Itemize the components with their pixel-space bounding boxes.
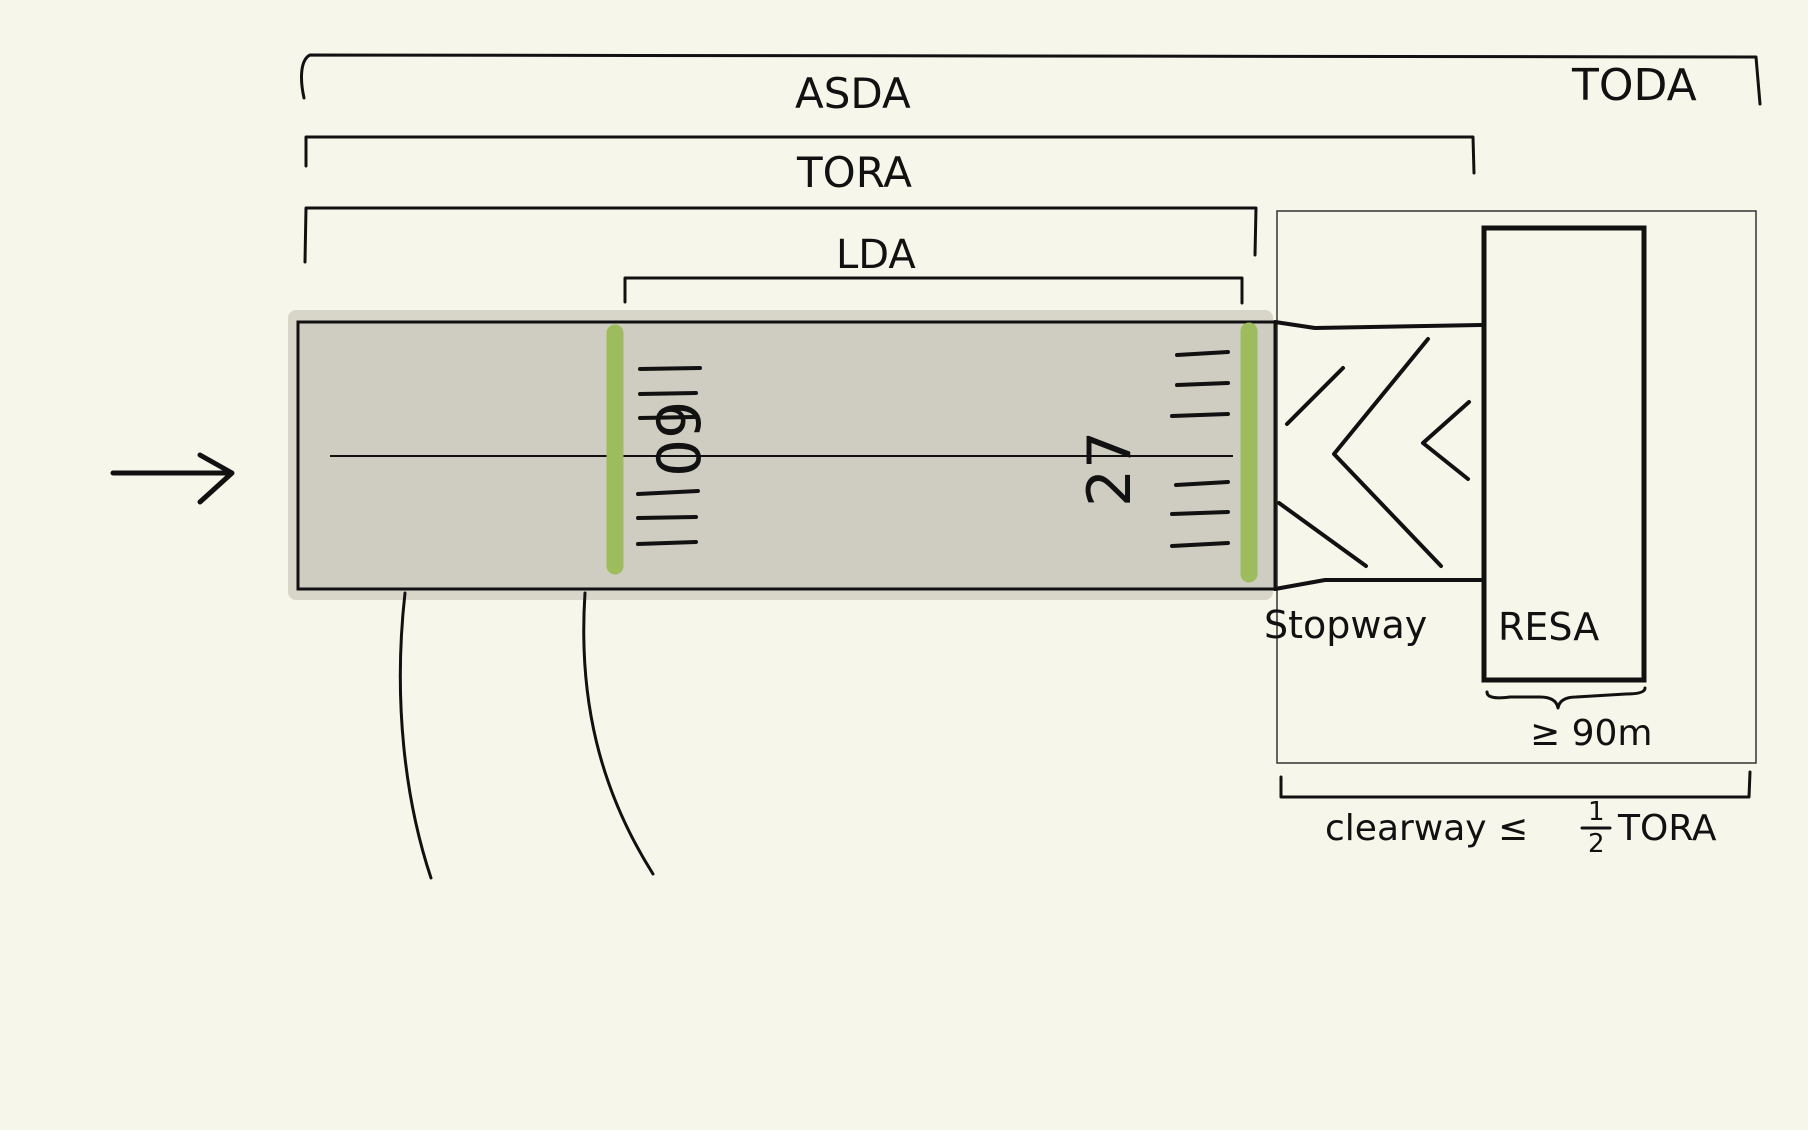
threshold-markings-left [636,366,702,546]
clearway-label: clearway ≤ [1325,808,1528,849]
stopway-chevron-right [1421,400,1471,481]
stopway-chevron-mid [1332,337,1443,568]
asda-label: ASDA [795,69,911,118]
tora-bracket [304,135,1476,175]
clearway-tora-label: TORA [1617,808,1717,849]
arrow-right-icon [110,452,235,505]
resa-length-label: ≥ 90m [1530,713,1652,754]
runway: 09 27 [288,310,1277,600]
stopway [1273,320,1483,591]
resa-label: RESA [1498,605,1599,649]
clearway-bracket [1279,770,1752,799]
fraction-numerator: 1 [1588,797,1605,827]
taxiway-curve-left [398,591,433,880]
toda-label: TODA [1571,60,1697,111]
lda-bracket [623,276,1244,305]
lda-outer-bracket [303,206,1258,264]
resa-box [1481,225,1647,683]
resa-length-brace [1485,686,1647,710]
taxiway-curve-right [582,591,655,876]
runway-designator-09: 09 [645,401,715,477]
clearway-area [1276,210,1757,764]
stopway-label: Stopway [1264,603,1427,647]
lda-label: LDA [836,232,916,278]
threshold-markings-right [1170,350,1230,548]
taxiway-curves [398,591,655,880]
toda-bracket [300,53,1762,106]
runway-designator-27: 27 [1075,431,1145,507]
tora-label: TORA [796,148,912,197]
stopway-chevron-small [1285,366,1345,426]
fraction-denominator: 2 [1588,829,1605,859]
